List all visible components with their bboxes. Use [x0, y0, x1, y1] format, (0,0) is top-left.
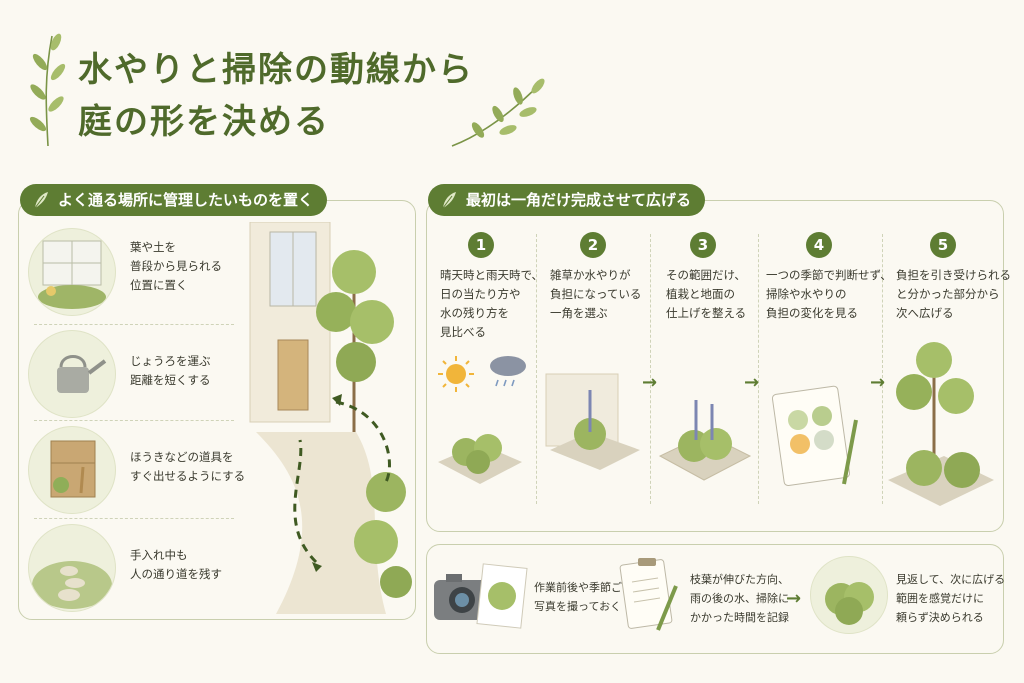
- text-line: 晴天時と雨天時で、: [440, 268, 544, 282]
- arrow-icon: →: [786, 588, 802, 609]
- text-line: すぐ出せるようにする: [130, 469, 246, 483]
- text-line: 日の当たり方や: [440, 287, 521, 301]
- expanded-garden-image: [888, 342, 994, 506]
- planted-bed-circle-image: [810, 556, 888, 634]
- text-line: 枝葉が伸びた方向、: [690, 573, 789, 586]
- step-1-text: 晴天時と雨天時で、 日の当たり方や 水の残り方を 見比べる: [440, 266, 543, 342]
- text-line: 一角を選ぶ: [550, 306, 608, 320]
- text-line: 負担になっている: [550, 287, 642, 301]
- left-section-heading: よく通る場所に管理したいものを置く: [20, 184, 328, 216]
- text-line: 雑草か水やりが: [550, 268, 631, 282]
- step-5-number: 5: [930, 232, 956, 258]
- left-item-4-text: 手入れ中も 人の通り道を残す: [130, 546, 222, 584]
- left-item-2-text: じょうろを運ぶ 距離を短くする: [130, 352, 211, 390]
- column-divider: [882, 234, 883, 504]
- text-line: じょうろを運ぶ: [130, 354, 211, 368]
- text-line: 葉や土を: [130, 240, 176, 254]
- title-line-2: 庭の形を決める: [78, 102, 330, 142]
- column-divider: [758, 234, 759, 504]
- text-line: 見比べる: [440, 325, 486, 339]
- text-line: 見返して、次に広げる: [896, 573, 1006, 586]
- title-line-1: 水やりと掃除の動線から: [78, 50, 474, 90]
- finished-bed-image: [658, 400, 752, 481]
- step-5-text: 負担を引き受けられる と分かった部分から 次へ広げる: [896, 266, 1011, 323]
- text-line: 写真を撮っておく: [534, 600, 622, 613]
- garden-path-image: [28, 524, 116, 612]
- left-item-1-text: 葉や土を 普段から見られる 位置に置く: [130, 238, 222, 295]
- leaf-sprig-icon: [451, 78, 545, 147]
- watering-can-image: [28, 330, 116, 418]
- text-line: 掃除や水やりの: [766, 287, 847, 301]
- step-4-number: 4: [806, 232, 832, 258]
- camera-icon: [434, 574, 490, 620]
- left-item-3-text: ほうきなどの道具を すぐ出せるようにする: [130, 448, 245, 486]
- sun-icon: [438, 356, 474, 392]
- text-line: 次へ広げる: [896, 306, 954, 320]
- leaf-icon: [442, 192, 456, 209]
- text-line: 手入れ中も: [130, 548, 188, 562]
- divider: [34, 518, 234, 519]
- text-line: ほうきなどの道具を: [130, 450, 234, 464]
- step-2-text: 雑草か水やりが 負担になっている 一角を選ぶ: [550, 266, 641, 323]
- step-2-number: 2: [580, 232, 606, 258]
- leaf-sprig-icon: [29, 33, 66, 147]
- right-section-heading: 最初は一角だけ完成させて広げる: [428, 184, 706, 216]
- text-line: 普段から見られる: [130, 259, 222, 273]
- text-line: 一つの季節で判断せず、: [766, 268, 892, 282]
- bottom-item-3-text: 見返して、次に広げる 範囲を感覚だけに 頼らず決められる: [896, 570, 1005, 627]
- text-line: 頼らず決められる: [896, 611, 984, 624]
- window-plants-image: [28, 228, 116, 316]
- text-line: 範囲を感覚だけに: [896, 592, 984, 605]
- text-line: 人の通り道を残す: [130, 567, 222, 581]
- photo-image: [476, 563, 528, 629]
- tool-shelf-image: [28, 426, 116, 514]
- garden-route-illustration: [249, 222, 412, 614]
- left-section-heading-text: よく通る場所に管理したいものを置く: [58, 191, 314, 209]
- text-line: 仕上げを整える: [666, 306, 747, 320]
- divider: [34, 324, 234, 325]
- text-line: 距離を短くする: [130, 373, 211, 387]
- bottom-item-1-text: 作業前後や季節ごとに 写真を撮っておく: [534, 578, 644, 616]
- text-line: かかった時間を記録: [690, 611, 789, 624]
- arrow-icon: →: [870, 372, 886, 393]
- arrow-icon: →: [642, 372, 658, 393]
- text-line: 植栽と地面の: [666, 287, 735, 301]
- checklist-icon: [619, 558, 678, 631]
- page-title: 水やりと掃除の動線から 庭の形を決める: [78, 44, 474, 148]
- text-line: 水の残り方を: [440, 306, 509, 320]
- text-line: その範囲だけ、: [666, 268, 746, 282]
- text-line: 作業前後や季節ごとに: [534, 581, 644, 594]
- rain-cloud-icon: [490, 356, 526, 387]
- bottom-item-2-text: 枝葉が伸びた方向、 雨の後の水、掃除に かかった時間を記録: [690, 570, 789, 627]
- leaf-icon: [34, 192, 48, 209]
- step-4-text: 一つの季節で判断せず、 掃除や水やりの 負担の変化を見る: [766, 266, 892, 323]
- column-divider: [536, 234, 537, 504]
- text-line: 雨の後の水、掃除に: [690, 592, 789, 605]
- notebook-icon: [771, 385, 858, 486]
- text-line: 負担の変化を見る: [766, 306, 858, 320]
- column-divider: [650, 234, 651, 504]
- text-line: 位置に置く: [130, 278, 188, 292]
- step-3-text: その範囲だけ、 植栽と地面の 仕上げを整える: [666, 266, 746, 323]
- divider: [34, 420, 234, 421]
- planted-bed-image: [438, 434, 522, 484]
- text-line: と分かった部分から: [896, 287, 1000, 301]
- step-3-number: 3: [690, 232, 716, 258]
- right-section-heading-text: 最初は一角だけ完成させて広げる: [466, 191, 692, 209]
- text-line: 負担を引き受けられる: [896, 268, 1011, 282]
- step-1-number: 1: [468, 232, 494, 258]
- arrow-icon: →: [744, 372, 760, 393]
- corner-bed-image: [545, 373, 640, 470]
